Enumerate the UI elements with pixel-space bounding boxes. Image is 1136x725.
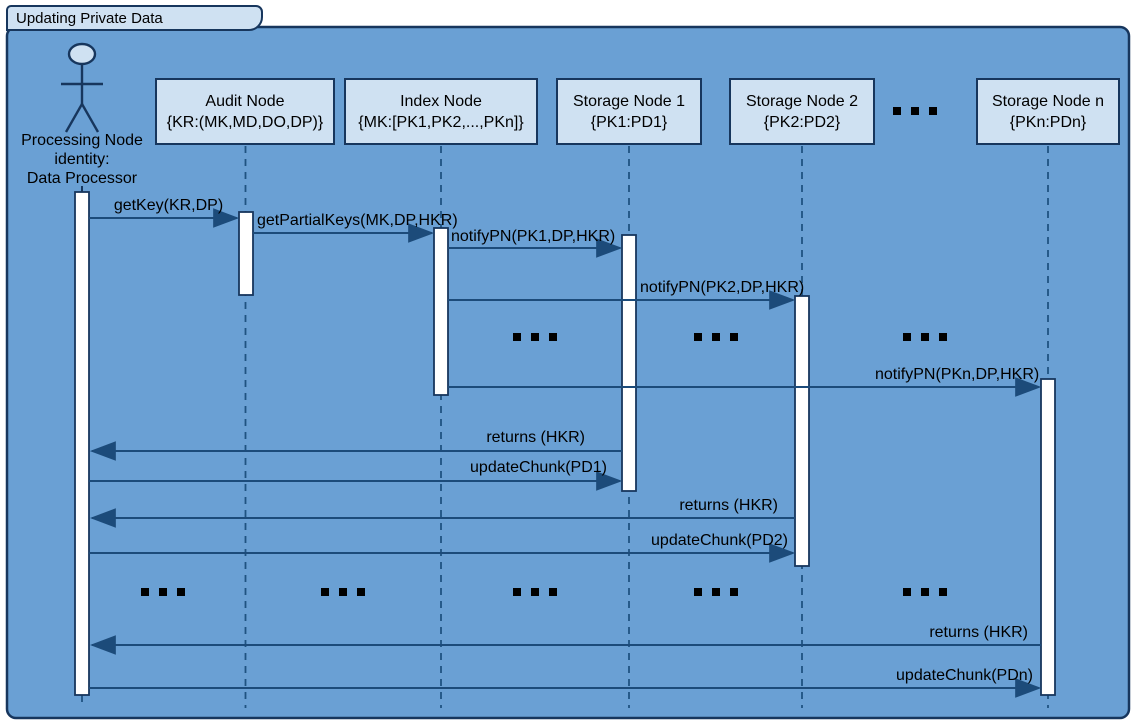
dot: [730, 333, 738, 341]
dot: [712, 333, 720, 341]
message-label-updatechunk-pdn: updateChunk(PDn): [896, 667, 1033, 684]
ellipsis-row2-icon: [513, 588, 557, 596]
ellipsis-row2-icon: [141, 588, 185, 596]
activation-bar-processing-node: [74, 191, 90, 696]
participant-detail: {MK:[PK1,PK2,...,PKn]}: [358, 113, 524, 131]
ellipsis-row1-icon: [903, 333, 947, 341]
dot: [513, 588, 521, 596]
dot: [921, 333, 929, 341]
frame-title: Updating Private Data: [16, 9, 163, 27]
participant-storage-node-1: Storage Node 1 {PK1:PD1}: [556, 78, 702, 145]
participant-detail: {PK2:PD2}: [763, 113, 841, 131]
dot: [177, 588, 185, 596]
participant-detail: {PK1:PD1}: [590, 113, 668, 131]
activation-bar-storage-node-2: [794, 295, 810, 567]
dot: [939, 588, 947, 596]
dot: [730, 588, 738, 596]
dot: [712, 588, 720, 596]
dot: [549, 588, 557, 596]
ellipsis-row1-icon: [694, 333, 738, 341]
activation-bar-index-node: [433, 227, 449, 396]
participant-name: Storage Node n: [991, 92, 1105, 110]
dot: [531, 333, 539, 341]
actor-head-icon: [67, 42, 97, 66]
dot: [339, 588, 347, 596]
message-label-returns-hkr-2: returns (HKR): [679, 497, 778, 514]
dot: [531, 588, 539, 596]
dot: [159, 588, 167, 596]
message-label-getkey: getKey(KR,DP): [113, 197, 224, 214]
message-label-notifypn-pkn: notifyPN(PKn,DP,HKR): [875, 366, 1040, 383]
participant-name: Index Node: [400, 92, 482, 110]
dot: [549, 333, 557, 341]
ellipsis-row1-icon: [513, 333, 557, 341]
ellipsis-more-storage-nodes-icon: [893, 107, 937, 115]
dot: [694, 588, 702, 596]
participant-index-node: Index Node {MK:[PK1,PK2,...,PKn]}: [344, 78, 538, 145]
participant-detail: {PKn:PDn}: [1009, 113, 1087, 131]
message-label-returns-hkr-1: returns (HKR): [486, 429, 585, 446]
activation-bar-storage-node-1: [621, 234, 637, 492]
actor-label-line: identity:: [54, 151, 110, 168]
participant-name: Storage Node 2: [745, 92, 859, 110]
message-label-notifypn-pk2: notifyPN(PK2,DP,HKR): [640, 279, 805, 296]
ellipsis-row2-icon: [321, 588, 365, 596]
frame-border: [5, 25, 1131, 720]
message-label-getpartialkeys: getPartialKeys(MK,DP,HKR): [257, 212, 458, 229]
dot: [903, 588, 911, 596]
dot: [939, 333, 947, 341]
participant-audit-node: Audit Node {KR:(MK,MD,DO,DP)}: [155, 78, 335, 145]
dot: [321, 588, 329, 596]
dot: [921, 588, 929, 596]
actor-label-line: Data Processor: [26, 170, 138, 187]
dot: [513, 333, 521, 341]
frame-title-tab: Updating Private Data: [6, 5, 263, 31]
dot: [357, 588, 365, 596]
actor-right-leg-icon: [80, 103, 100, 133]
participant-storage-node-n: Storage Node n {PKn:PDn}: [976, 78, 1120, 145]
message-label-notifypn-pk1: notifyPN(PK1,DP,HKR): [451, 228, 616, 245]
activation-bar-storage-node-n: [1040, 378, 1056, 696]
message-label-returns-hkr-n: returns (HKR): [929, 624, 1028, 641]
activation-bar-audit-node: [238, 211, 254, 296]
participant-storage-node-2: Storage Node 2 {PK2:PD2}: [729, 78, 875, 145]
message-label-updatechunk-pd1: updateChunk(PD1): [470, 459, 607, 476]
dot: [929, 107, 937, 115]
dot: [141, 588, 149, 596]
participant-name: Storage Node 1: [572, 92, 686, 110]
participant-name: Audit Node: [205, 92, 285, 110]
ellipsis-row2-icon: [694, 588, 738, 596]
dot: [893, 107, 901, 115]
dot: [694, 333, 702, 341]
actor-left-leg-icon: [64, 103, 84, 133]
dot: [903, 333, 911, 341]
ellipsis-row2-icon: [903, 588, 947, 596]
actor-label-line: Processing Node: [21, 132, 143, 149]
participant-detail: {KR:(MK,MD,DO,DP)}: [166, 113, 324, 131]
actor-label: Processing Node identity: Data Processor: [2, 131, 162, 188]
message-label-updatechunk-pd2: updateChunk(PD2): [651, 532, 788, 549]
dot: [911, 107, 919, 115]
